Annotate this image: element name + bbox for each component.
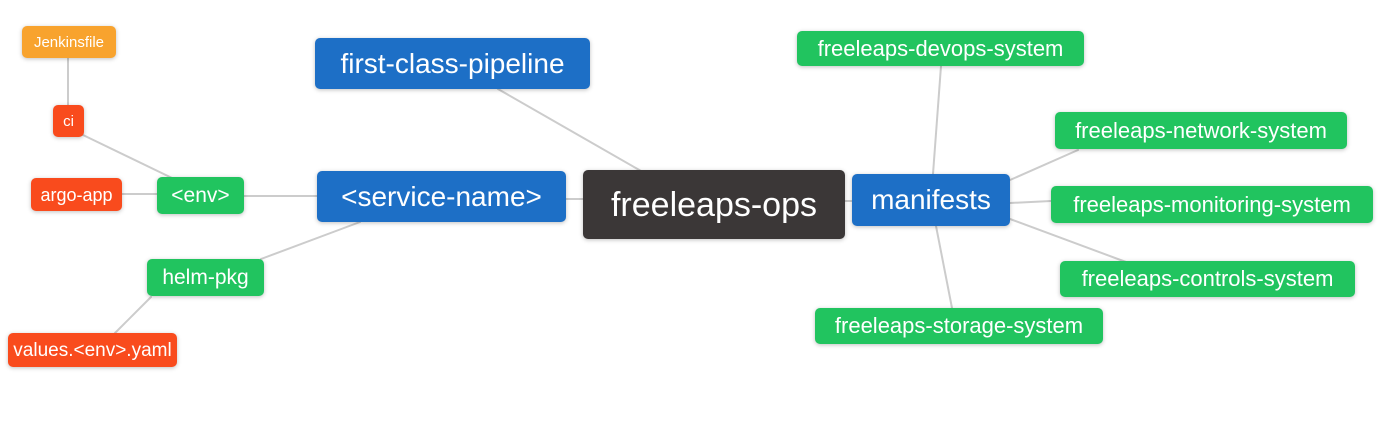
- node-values-env-yaml[interactable]: values.<env>.yaml: [8, 333, 177, 367]
- node-manifests[interactable]: manifests: [852, 174, 1010, 226]
- node-freeleaps-ops[interactable]: freeleaps-ops: [583, 170, 845, 239]
- edge-values-env-yaml-to-helm-pkg: [114, 296, 152, 334]
- edge-manifests-to-storage-system: [935, 225, 953, 309]
- node-controls-system[interactable]: freeleaps-controls-system: [1060, 261, 1355, 297]
- edge-ci-to-env: [82, 134, 173, 179]
- node-devops-system[interactable]: freeleaps-devops-system: [797, 31, 1084, 66]
- node-helm-pkg[interactable]: helm-pkg: [147, 259, 264, 296]
- edge-manifests-to-devops-system: [932, 65, 942, 175]
- node-env[interactable]: <env>: [157, 177, 244, 214]
- node-jenkinsfile[interactable]: Jenkinsfile: [22, 26, 116, 58]
- node-argo-app[interactable]: argo-app: [31, 178, 122, 211]
- node-network-system[interactable]: freeleaps-network-system: [1055, 112, 1347, 149]
- node-monitoring-system[interactable]: freeleaps-monitoring-system: [1051, 186, 1373, 223]
- node-first-class-pipeline[interactable]: first-class-pipeline: [315, 38, 590, 89]
- edge-first-class-pipeline-to-freeleaps-ops: [497, 88, 642, 172]
- edge-manifests-to-controls-system: [1009, 218, 1127, 263]
- edge-manifests-to-network-system: [1009, 149, 1079, 181]
- edge-manifests-to-monitoring-system: [1009, 200, 1052, 204]
- edge-helm-pkg-to-service-name: [260, 221, 361, 260]
- node-storage-system[interactable]: freeleaps-storage-system: [815, 308, 1103, 344]
- node-ci[interactable]: ci: [53, 105, 84, 137]
- node-service-name[interactable]: <service-name>: [317, 171, 566, 222]
